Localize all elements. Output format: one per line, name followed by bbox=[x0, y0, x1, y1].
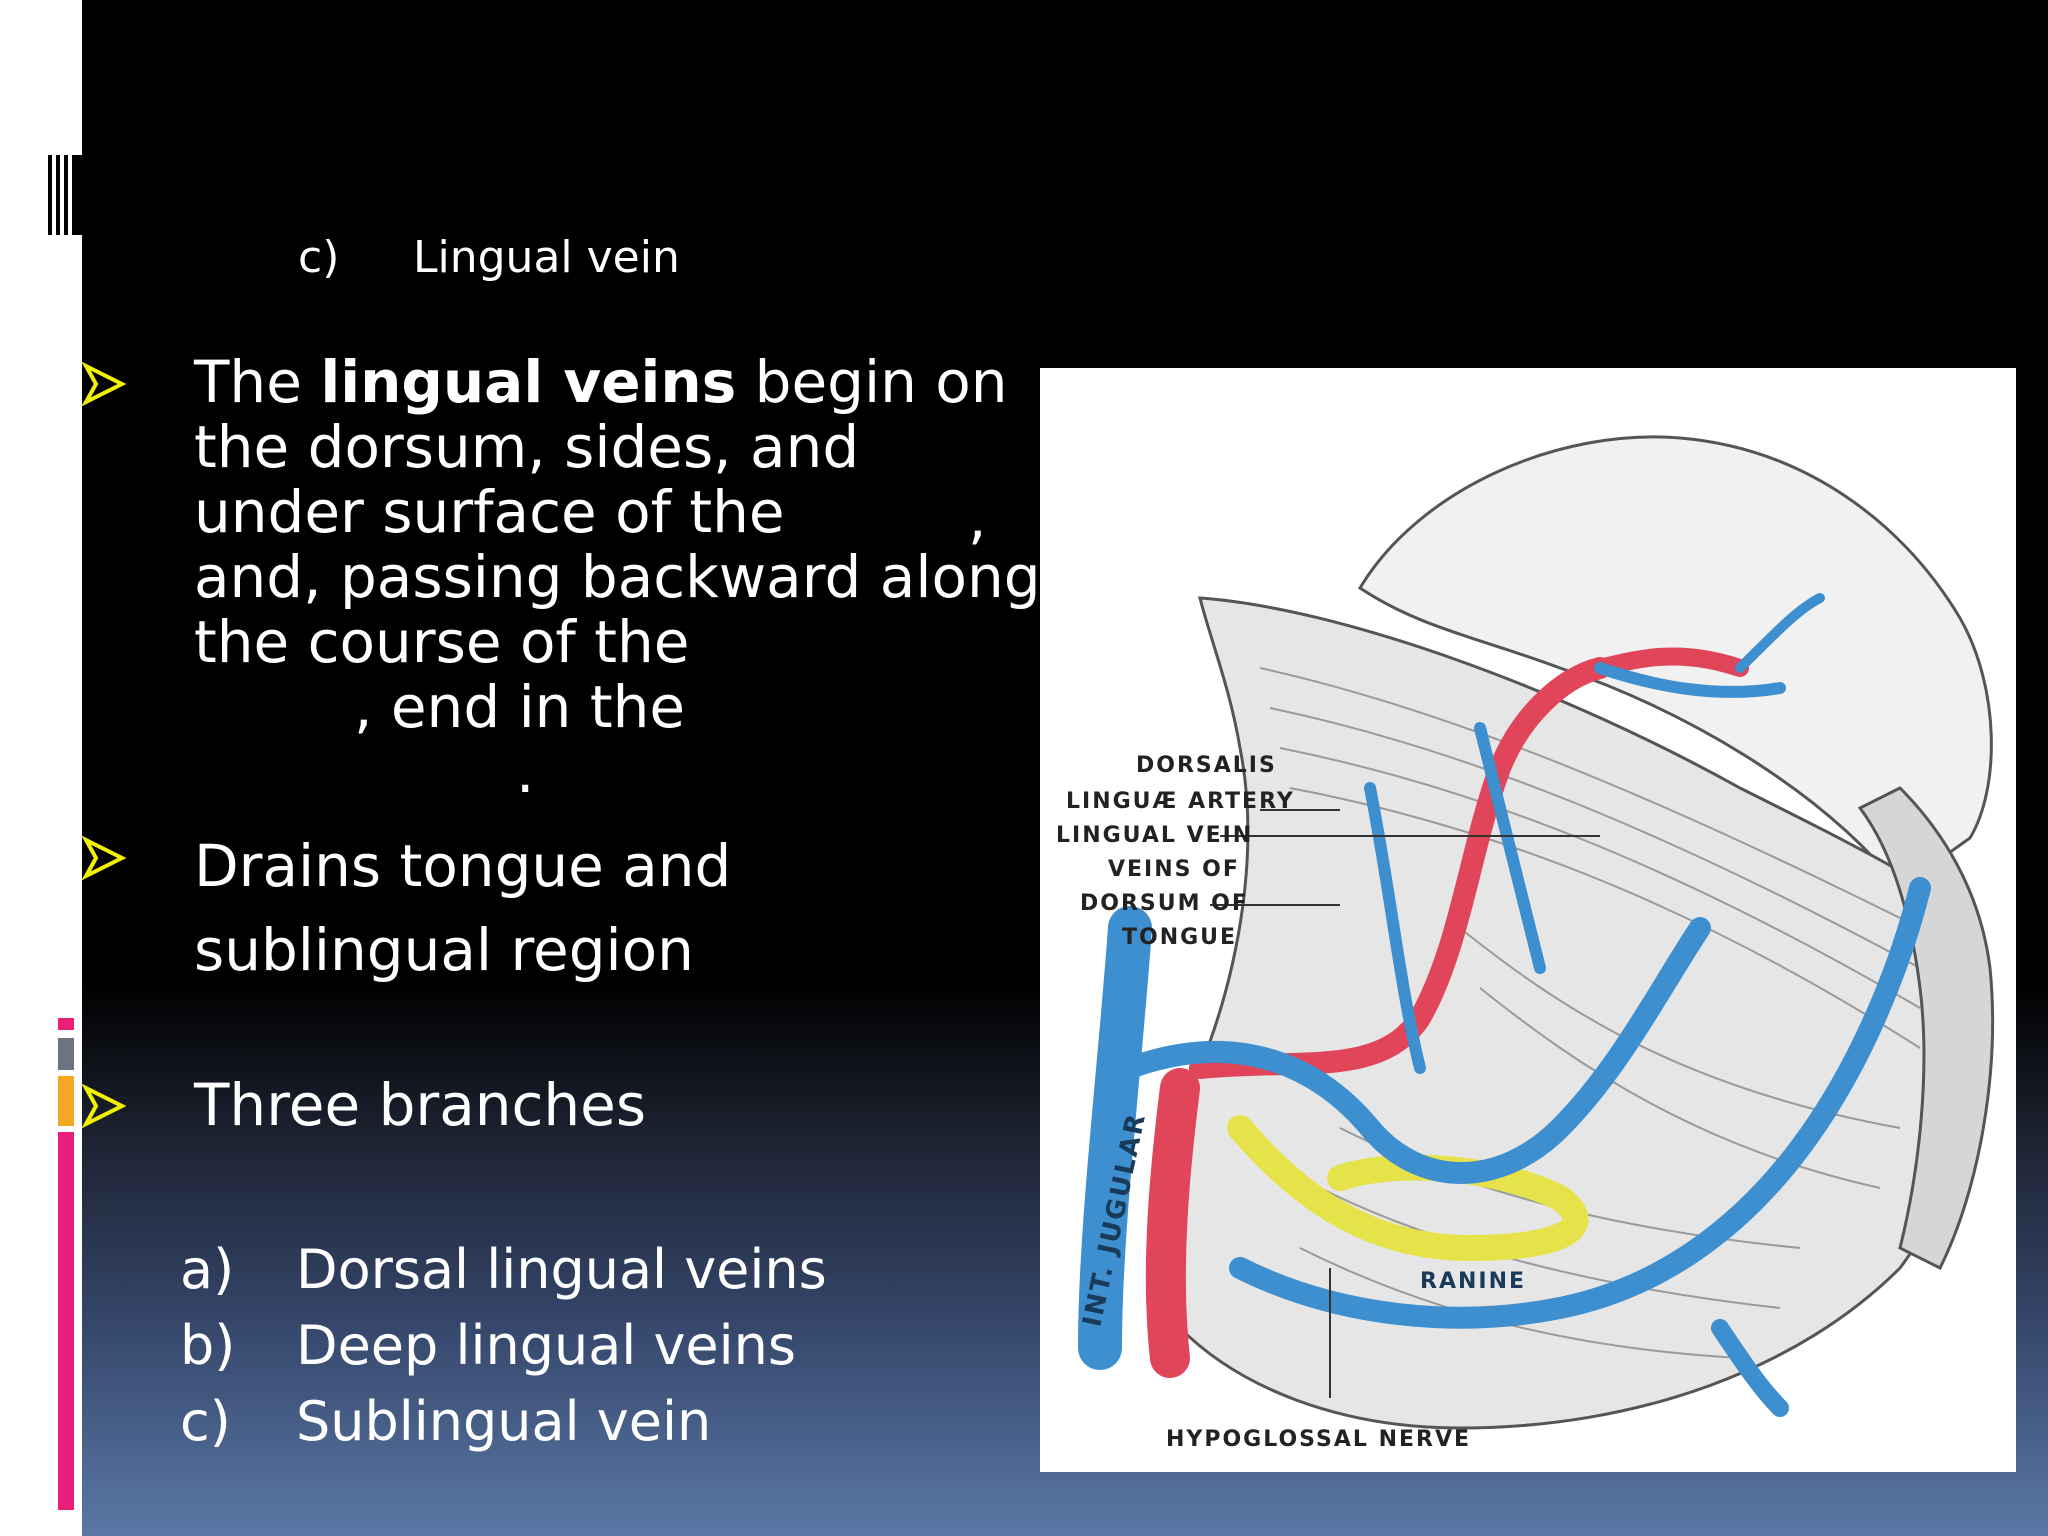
para-line1-bold: lingual veins bbox=[320, 348, 737, 416]
drains-line2: sublingual region bbox=[194, 916, 694, 984]
accent-bar-white bbox=[58, 1070, 74, 1076]
dorsalis-linguae-artery-shape bbox=[1189, 657, 1611, 1079]
arrow-bullet-icon bbox=[82, 362, 126, 406]
figure-label-dorsum-of: DORSUM OF bbox=[1080, 891, 1249, 916]
accent-bar-pink-long bbox=[58, 1132, 74, 1510]
figure-label-lingual-vein: LINGUAL VEIN bbox=[1056, 823, 1253, 848]
subtitle-label: c) bbox=[298, 232, 340, 283]
ranine-vein-shape bbox=[1229, 877, 1931, 1329]
figure-label-linguae-artery: LINGUÆ ARTERY bbox=[1066, 789, 1295, 814]
lingual-veins-paragraph: The lingual veins begin on the dorsum, s… bbox=[194, 350, 1041, 805]
accent-bar-orange bbox=[58, 1076, 74, 1126]
figure-label-hypoglossal-nerve: HYPOGLOSSAL NERVE bbox=[1166, 1427, 1471, 1452]
para-line1-post: begin on bbox=[736, 348, 1008, 416]
accent-bar-pink-small bbox=[58, 1018, 74, 1030]
list-item-label: c) bbox=[180, 1390, 231, 1453]
lingual-vein-shape bbox=[1119, 917, 1711, 1184]
para-line3-comma: , bbox=[968, 484, 987, 552]
decorative-bars-top bbox=[48, 155, 82, 235]
para-line2: the dorsum, sides, and bbox=[194, 413, 860, 481]
figure-label-tongue: TONGUE bbox=[1122, 925, 1237, 950]
para-line3: under surface of the bbox=[194, 478, 785, 546]
three-branches-bullet: Three branches bbox=[194, 1071, 647, 1139]
internal-jugular-vein-shape bbox=[1078, 906, 1152, 1370]
arrow-bullet-icon bbox=[82, 1084, 126, 1128]
artery-trunk-shape bbox=[1145, 1068, 1200, 1378]
drains-bullet: Drains tongue and sublingual region bbox=[194, 824, 731, 992]
figure-label-ranine: RANINE bbox=[1420, 1269, 1526, 1294]
para-line1-pre: The bbox=[194, 348, 321, 416]
list-item-text: Sublingual vein bbox=[296, 1390, 712, 1453]
figure-label-dorsalis: DORSALIS bbox=[1136, 753, 1277, 778]
figure-label-veins-of: VEINS OF bbox=[1108, 857, 1240, 882]
accent-bar-gray bbox=[58, 1038, 74, 1070]
tongue-anatomy-illustration: DORSALIS LINGUÆ ARTERY LINGUAL VEIN VEIN… bbox=[1056, 435, 1995, 1452]
arrow-bullet-icon bbox=[82, 836, 126, 880]
drains-line1: Drains tongue and bbox=[194, 832, 732, 900]
list-item-label: a) bbox=[180, 1238, 235, 1301]
para-line5: the course of the bbox=[194, 608, 690, 676]
list-item-label: b) bbox=[180, 1314, 236, 1377]
para-line7: . bbox=[516, 738, 535, 806]
tongue-anatomy-figure: DORSALIS LINGUÆ ARTERY LINGUAL VEIN VEIN… bbox=[1040, 368, 2016, 1472]
para-line4: and, passing backward along bbox=[194, 543, 1041, 611]
list-item-text: Deep lingual veins bbox=[296, 1314, 797, 1377]
label-leader-lines bbox=[1210, 809, 1600, 1398]
subtitle-text: Lingual vein bbox=[413, 232, 680, 283]
list-item-text: Dorsal lingual veins bbox=[296, 1238, 827, 1301]
para-line6: , end in the bbox=[354, 673, 686, 741]
